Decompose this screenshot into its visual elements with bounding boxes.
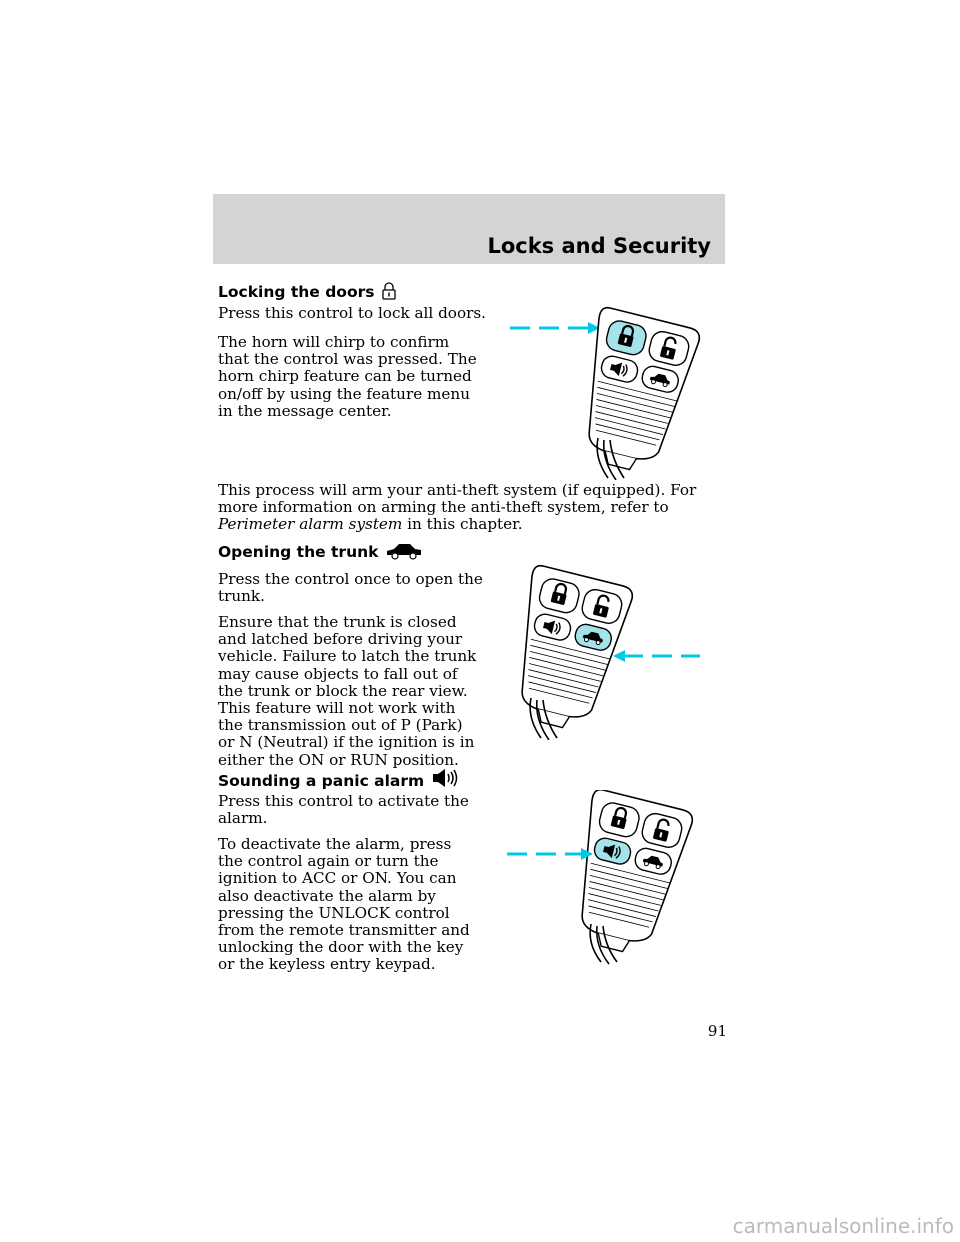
trunk-paragraph-2: Ensure that the trunk is closed and latc… xyxy=(218,613,477,769)
locking-paragraph-3: This process will arm your anti-theft sy… xyxy=(218,481,728,534)
watermark: carmanualsonline.info xyxy=(732,1214,954,1238)
key-fob-trunk-illustration xyxy=(521,564,700,740)
panic-alarm-heading: Sounding a panic alarm xyxy=(218,767,458,790)
heading-text: Locking the doors xyxy=(218,283,375,301)
locking-doors-heading: Locking the doors xyxy=(218,282,396,301)
key-fob-lock-illustration xyxy=(510,306,701,480)
section-title: Locks and Security xyxy=(487,234,711,258)
locking-paragraph-1: Press this control to lock all doors. xyxy=(218,304,486,322)
car-icon xyxy=(386,544,421,560)
heading-text: Opening the trunk xyxy=(218,543,379,561)
paragraph-text: This process will arm your anti-theft sy… xyxy=(218,481,697,517)
horn-icon xyxy=(432,769,457,787)
locking-paragraph-2: The horn will chirp to confirm that the … xyxy=(218,333,477,420)
lock-icon xyxy=(382,282,396,300)
panic-paragraph-2: To deactivate the alarm, press the contr… xyxy=(218,835,470,974)
cross-reference-link: Perimeter alarm system xyxy=(218,515,403,534)
page-number: 91 xyxy=(707,1022,727,1040)
header-bar: Locks and Security xyxy=(213,194,725,264)
paragraph-text-end: in this chapter. xyxy=(407,515,523,534)
key-fob-panic-illustration xyxy=(507,790,694,965)
trunk-paragraph-1: Press the control once to open the trunk… xyxy=(218,570,483,606)
opening-trunk-heading: Opening the trunk xyxy=(218,542,422,561)
heading-text: Sounding a panic alarm xyxy=(218,772,425,790)
panic-paragraph-1: Press this control to activate the alarm… xyxy=(218,792,469,828)
